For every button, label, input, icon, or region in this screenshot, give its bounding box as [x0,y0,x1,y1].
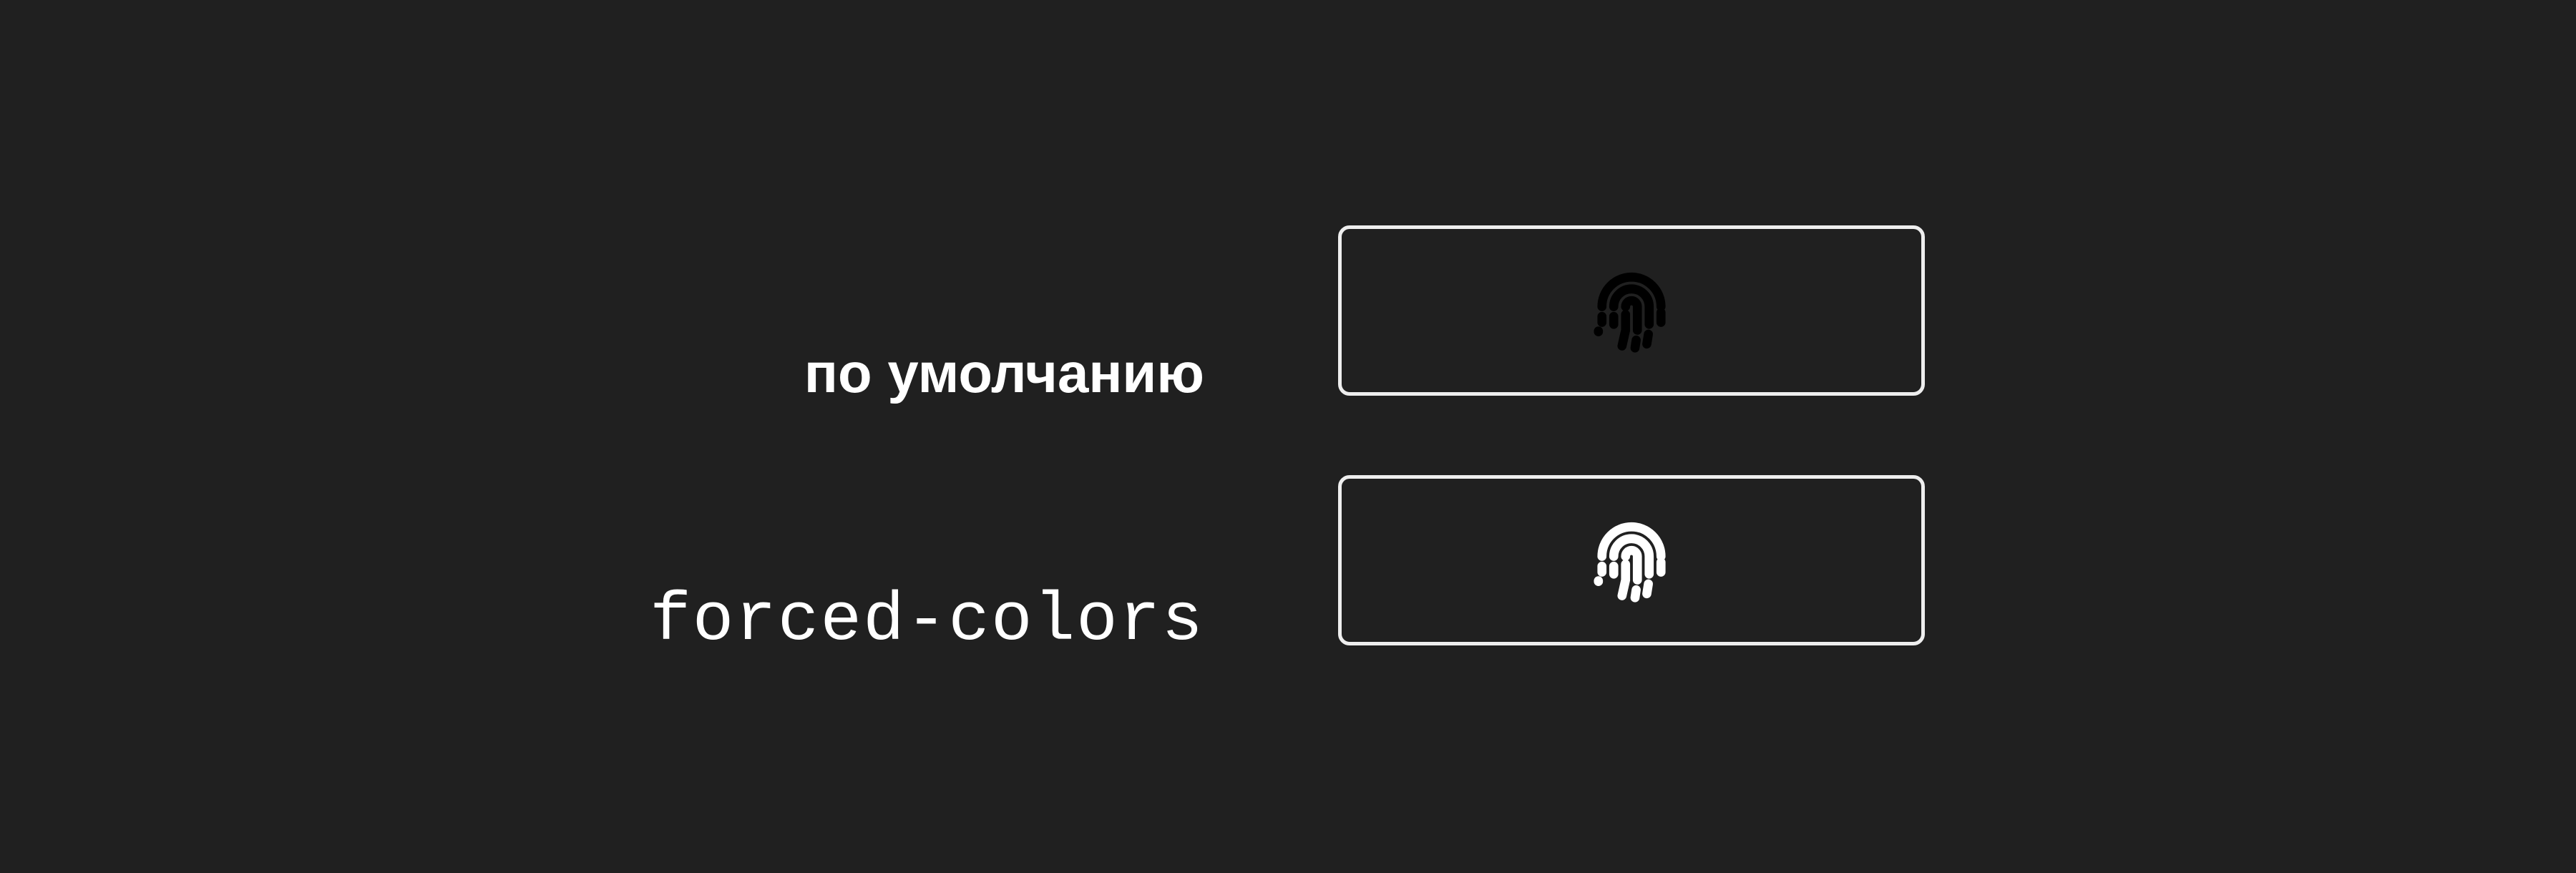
forced-colors-label: forced-colors [650,582,1204,660]
fingerprint-icon [1584,513,1679,608]
fingerprint-icon [1584,263,1679,358]
fingerprint-button-default[interactable] [1338,225,1925,396]
fingerprint-button-forced-colors[interactable] [1338,475,1925,645]
default-mode-label: по умолчанию [804,341,1204,404]
